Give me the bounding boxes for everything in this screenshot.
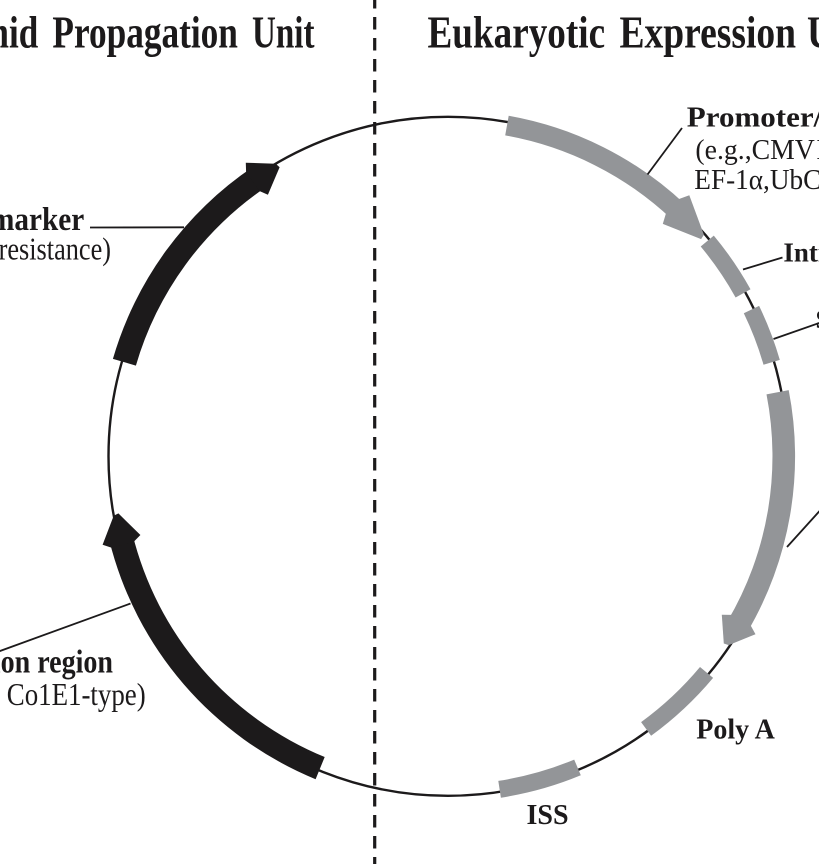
svg-text:(e.g., drug resistance): (e.g., drug resistance)	[0, 232, 111, 267]
svg-text:Expression: Expression	[620, 7, 797, 57]
svg-text:Selectable marker: Selectable marker	[0, 200, 84, 237]
svg-text:Intron: Intron	[783, 238, 819, 268]
svg-text:Poly A: Poly A	[696, 715, 775, 746]
svg-text:(e.g., Co1E1-type): (e.g., Co1E1-type)	[0, 678, 146, 712]
svg-text:Promoter/Enhancer: Promoter/Enhancer	[687, 101, 819, 133]
svg-text:Unit: Unit	[807, 7, 819, 57]
svg-text:IE,: IE,	[816, 134, 819, 166]
svg-text:Plasmid: Plasmid	[0, 7, 38, 57]
svg-text:Replication region: Replication region	[0, 643, 113, 680]
svg-text:Eukaryotic: Eukaryotic	[428, 7, 606, 57]
svg-text:Propagation: Propagation	[52, 7, 238, 57]
svg-text:(e.g.,CMV: (e.g.,CMV	[695, 134, 815, 166]
svg-text:ISS: ISS	[527, 800, 569, 831]
svg-text:Signal: Signal	[816, 305, 819, 334]
svg-text:Unit: Unit	[252, 8, 314, 58]
svg-text:EF-1α,UbC,: EF-1α,UbC,	[694, 164, 819, 196]
